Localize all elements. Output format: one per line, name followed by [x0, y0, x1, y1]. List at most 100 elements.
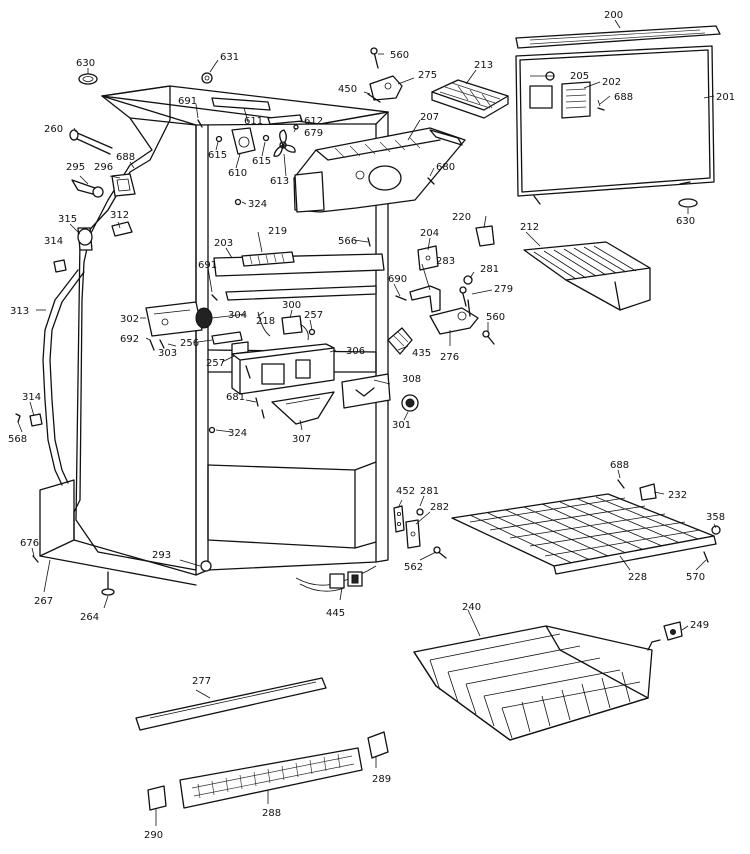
label-232: 232: [668, 490, 687, 501]
label-293: 293: [152, 550, 171, 561]
label-630a: 630: [76, 58, 95, 69]
part-219-vent-strip: [241, 251, 295, 267]
part-301-knob: [401, 394, 419, 412]
part-203-mullion-trim: [213, 253, 385, 301]
part-302-control-housing: [145, 301, 203, 337]
part-303-screw: [159, 339, 165, 349]
part-560-screw-mid: [482, 330, 495, 345]
part-562-screw: [433, 546, 447, 559]
part-570-screw: [703, 551, 709, 563]
part-295-bracket: [71, 179, 104, 198]
part-264-leveling-leg: [101, 571, 115, 596]
label-688c: 688: [610, 460, 629, 471]
label-615a: 615: [208, 150, 227, 161]
part-290-end-cap: [147, 785, 167, 811]
label-612: 612: [304, 116, 323, 127]
label-560a: 560: [390, 50, 409, 61]
part-207-evaporator-cover: [293, 127, 466, 213]
part-679-screw: [293, 124, 299, 130]
part-277-grille-rail: [135, 677, 327, 731]
part-445-wire-harness: [295, 565, 377, 592]
part-279-pin: [459, 286, 467, 307]
part-324-screws: [208, 198, 242, 434]
part-566-screw: [367, 237, 371, 247]
label-288: 288: [262, 808, 281, 819]
label-218: 218: [256, 316, 275, 327]
part-688-screw-door: [597, 107, 605, 111]
part-249-clip: [663, 621, 683, 641]
label-281a: 281: [480, 264, 499, 275]
part-314-grommet: [29, 259, 67, 427]
part-307-diffuser: [271, 391, 335, 425]
label-283: 283: [436, 256, 455, 267]
label-295: 295: [66, 162, 85, 173]
label-631: 631: [220, 52, 239, 63]
label-615b: 615: [252, 156, 271, 167]
label-219: 219: [268, 226, 287, 237]
part-200-door-trim: [515, 25, 721, 49]
part-611-duct: [211, 97, 271, 111]
part-257-screw: [231, 328, 316, 355]
label-256: 256: [180, 338, 199, 349]
part-304-thermostat-knob: [195, 307, 213, 329]
leader-lines: [17, 19, 717, 826]
part-612-strip: [267, 114, 303, 125]
label-314b: 314: [22, 392, 41, 403]
label-692: 692: [120, 334, 139, 345]
label-228: 228: [628, 572, 647, 583]
label-277: 277: [192, 676, 211, 687]
part-213-ice-tray: [431, 79, 509, 119]
label-257b: 257: [206, 358, 225, 369]
part-681-screws: [255, 397, 265, 419]
label-201: 201: [716, 92, 735, 103]
part-306-control-box: [231, 343, 335, 395]
label-203: 203: [214, 238, 233, 249]
label-290: 290: [144, 830, 163, 841]
label-613: 613: [270, 176, 289, 187]
part-256-bracket: [211, 331, 243, 345]
part-690-screw: [395, 295, 407, 301]
label-452: 452: [396, 486, 415, 497]
label-282: 282: [430, 502, 449, 513]
label-207: 207: [420, 112, 439, 123]
label-212: 212: [520, 222, 539, 233]
part-260-handle: [69, 129, 113, 155]
label-680: 680: [436, 162, 455, 173]
part-228-shelf: [451, 493, 717, 575]
label-264: 264: [80, 612, 99, 623]
part-232-support: [639, 483, 657, 501]
label-324b: 324: [228, 428, 247, 439]
part-288-kick-plate: [179, 747, 363, 809]
label-691a: 691: [178, 96, 197, 107]
label-630b: 630: [676, 216, 695, 227]
part-289-end-cap: [367, 731, 389, 759]
label-276: 276: [440, 352, 459, 363]
label-450: 450: [338, 84, 357, 95]
part-281-washer-lower: [416, 508, 424, 516]
part-630-plug-left: [78, 73, 98, 85]
label-570: 570: [686, 572, 705, 583]
label-220: 220: [452, 212, 471, 223]
part-452-plate: [393, 505, 405, 533]
label-611: 611: [244, 116, 263, 127]
label-445: 445: [326, 608, 345, 619]
part-315-fitting: [77, 227, 93, 251]
label-610: 610: [228, 168, 247, 179]
part-312-clamp: [111, 221, 133, 237]
label-260: 260: [44, 124, 63, 135]
label-324a: 324: [248, 199, 267, 210]
part-201-freezer-door: [515, 45, 715, 205]
label-313: 313: [10, 306, 29, 317]
label-308: 308: [402, 374, 421, 385]
part-358-cap: [711, 525, 721, 535]
part-688-screw-shelf: [617, 479, 625, 489]
part-218-wire: [257, 311, 271, 337]
part-labels: 200 201 202 203 204 205 207 212 213 218 …: [8, 10, 735, 841]
label-275: 275: [418, 70, 437, 81]
part-220-clip: [475, 225, 495, 247]
label-688a: 688: [614, 92, 633, 103]
label-303: 303: [158, 348, 177, 359]
part-610-motor: [231, 127, 256, 155]
label-204: 204: [420, 228, 439, 239]
